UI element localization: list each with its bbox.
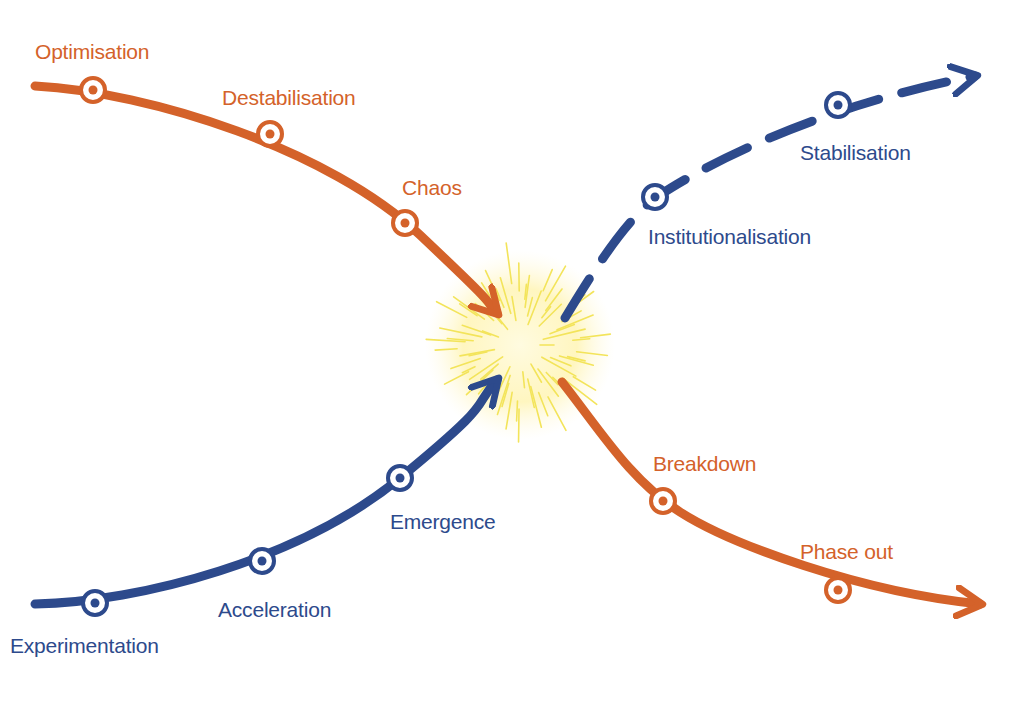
declining-curve xyxy=(35,86,497,313)
burst-ray xyxy=(483,331,499,337)
burst-ray xyxy=(506,392,512,428)
burst-ray xyxy=(528,291,541,325)
phase-label: Acceleration xyxy=(218,598,331,622)
marker-dot xyxy=(834,101,843,110)
milestone-marker xyxy=(83,591,107,615)
marker-ring xyxy=(826,578,850,602)
stabilising-curve xyxy=(565,76,975,318)
phase-out-curve xyxy=(562,382,980,604)
burst-ray xyxy=(518,409,520,442)
burst-ray xyxy=(525,276,529,308)
milestone-marker xyxy=(643,185,667,209)
phase-label: Optimisation xyxy=(35,40,149,64)
burst-ray xyxy=(543,329,585,339)
burst-ray xyxy=(523,372,525,388)
marker-ring xyxy=(258,122,282,146)
burst-ray xyxy=(548,397,566,430)
burst-ray xyxy=(528,379,534,407)
milestone-marker xyxy=(388,466,412,490)
marker-dot xyxy=(396,474,405,483)
marker-ring xyxy=(81,78,105,102)
marker-ring xyxy=(393,211,417,235)
phase-label: Emergence xyxy=(390,510,496,534)
burst-ray xyxy=(543,270,552,291)
marker-ring xyxy=(250,549,274,573)
burst-ray xyxy=(540,344,554,346)
milestone-marker xyxy=(250,549,274,573)
burst-ray xyxy=(462,367,475,373)
phase-label: Stabilisation xyxy=(800,141,911,165)
marker-dot xyxy=(258,557,267,566)
burst-ray xyxy=(512,297,516,321)
emerging-curve xyxy=(35,380,497,604)
marker-ring xyxy=(826,93,850,117)
burst-ray xyxy=(435,349,457,350)
burst-ray xyxy=(460,350,494,356)
burst-ray xyxy=(539,392,548,415)
burst-ray xyxy=(437,302,467,318)
burst-ray xyxy=(496,289,504,307)
marker-ring xyxy=(83,591,107,615)
marker-ring xyxy=(651,489,675,513)
marker-dot xyxy=(651,193,660,202)
burst-ray xyxy=(447,338,473,340)
burst-ray xyxy=(518,263,520,291)
phase-label: Chaos xyxy=(402,176,462,200)
milestone-marker xyxy=(81,78,105,102)
milestone-marker xyxy=(826,93,850,117)
phase-label: Phase out xyxy=(800,540,893,564)
marker-ring xyxy=(643,185,667,209)
burst-ray xyxy=(451,359,480,369)
burst-ray xyxy=(531,387,542,428)
marker-dot xyxy=(659,497,668,506)
burst-ray xyxy=(460,304,477,316)
burst-ray xyxy=(500,278,510,314)
milestone-marker xyxy=(651,489,675,513)
phase-label: Breakdown xyxy=(653,452,756,476)
milestone-marker xyxy=(258,122,282,146)
burst-ray xyxy=(573,339,590,341)
burst-ray xyxy=(581,334,611,338)
burst-ray xyxy=(506,243,512,284)
marker-dot xyxy=(89,86,98,95)
burst-ray xyxy=(516,401,518,421)
burst-ray xyxy=(445,372,469,384)
phase-label: Experimentation xyxy=(10,634,159,658)
burst-ray xyxy=(546,289,562,311)
phase-label: Destabilisation xyxy=(222,86,356,110)
milestone-marker xyxy=(826,578,850,602)
marker-dot xyxy=(834,586,843,595)
burst-ray xyxy=(462,325,490,335)
burst-ray xyxy=(528,298,533,316)
marker-dot xyxy=(266,130,275,139)
marker-ring xyxy=(388,466,412,490)
burst-ray xyxy=(539,304,561,326)
marker-dot xyxy=(401,219,410,228)
phase-label: Institutionalisation xyxy=(648,225,811,249)
burst-ray xyxy=(577,352,608,356)
marker-dot xyxy=(91,599,100,608)
milestone-marker xyxy=(393,211,417,235)
burst-ray xyxy=(531,364,541,382)
burst-ray xyxy=(546,266,566,301)
